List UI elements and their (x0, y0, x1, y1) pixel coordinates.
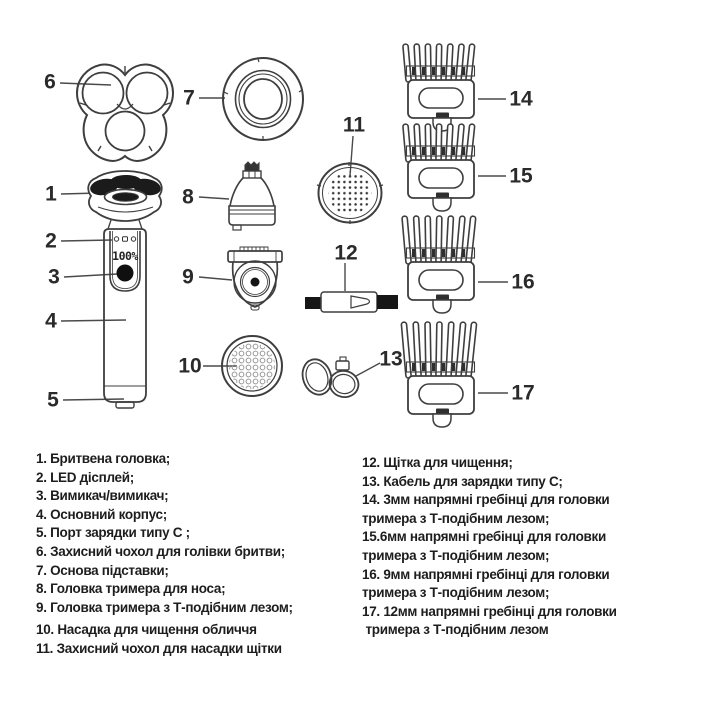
list-item-9: 9. Головка тримера з Т-подібним лезом; (36, 599, 293, 615)
part-label-12: 12 (334, 241, 358, 265)
part-label-13: 13 (379, 347, 403, 371)
diagram-drawing: 100% (59, 43, 508, 428)
part-13-charging-cable-drawing (301, 356, 360, 398)
list-item-1: 1. Бритвена головка; (36, 451, 170, 466)
parts-list-right-column: 12. Щітка для чищення; 13. Кабель для за… (362, 454, 714, 640)
list-item-14-line2: тримера з Т-подібним лезом; (362, 510, 550, 526)
list-item-12: 12. Щітка для чищення; (362, 455, 513, 470)
part-12-cleaning-brush-drawing (305, 291, 398, 313)
part-label-1: 1 (45, 182, 57, 206)
part-8-nose-trimmer-drawing (228, 161, 276, 231)
part-label-9: 9 (182, 265, 194, 289)
part-6-head-cover-drawing (75, 63, 175, 163)
part-1-5-shaver-drawing: 100% (87, 170, 163, 409)
part-label-15: 15 (509, 164, 533, 188)
part-14-comb-3mm-drawing (402, 43, 476, 132)
list-item-8: 8. Головка тримера для носа; (36, 581, 226, 597)
part-label-14: 14 (509, 87, 533, 111)
part-label-5: 5 (47, 388, 59, 412)
part-label-16: 16 (511, 270, 535, 294)
part-7-stand-base-drawing (222, 57, 304, 141)
list-item-15-line1: 15.6мм напрямні гребінці для головки (362, 529, 606, 545)
list-item-16-line1: 16. 9мм напрямні гребінці для головки (362, 566, 610, 582)
part-label-2: 2 (45, 229, 57, 253)
part-9-tblade-trimmer-drawing (227, 246, 283, 311)
list-item-5: 5. Порт зарядки типу C ; (36, 525, 190, 541)
part-label-7: 7 (183, 86, 195, 110)
parts-list: 1. Бритвена головка; 2. LED дісплей; 3. … (0, 450, 720, 710)
list-item-4: 4. Основний корпус; (36, 506, 167, 522)
list-item-16-line2: тримера з Т-подібним лезом; (362, 585, 550, 601)
part-label-6: 6 (44, 70, 56, 94)
part-label-4: 4 (45, 309, 57, 333)
list-item-11: 11. Захисний чохол для насадки щітки (36, 640, 282, 656)
list-item-7: 7. Основа підставки; (36, 562, 169, 578)
power-button-drawing (116, 264, 134, 282)
part-10-face-brush-drawing (221, 335, 283, 397)
product-diagram: 100% (44, 43, 535, 428)
part-label-3: 3 (48, 265, 60, 289)
list-item-10: 10. Насадка для чищення обличчя (36, 622, 257, 638)
list-item-2: 2. LED дісплей; (36, 469, 134, 485)
part-15-comb-6mm-drawing (402, 123, 476, 212)
list-item-14-line1: 14. 3мм напрямні гребінці для головки (362, 492, 610, 508)
part-17-comb-12mm-drawing (400, 321, 478, 428)
part-label-8: 8 (182, 185, 194, 209)
part-11-brush-cover-drawing (316, 162, 384, 224)
part-label-10: 10 (178, 354, 202, 378)
parts-list-left-column: 1. Бритвена головка; 2. LED дісплей; 3. … (36, 450, 358, 659)
list-item-6: 6. Захисний чохол для голівки бритви; (36, 543, 285, 559)
battery-display-value: 100% (112, 249, 138, 263)
list-item-17-line2: тримера з Т-подібним лезом (362, 622, 549, 638)
list-item-15-line2: тримера з Т-подібним лезом; (362, 547, 550, 563)
part-label-17: 17 (511, 381, 535, 405)
list-item-17-line1: 17. 12мм напрямні гребінці для головки (362, 603, 617, 619)
part-label-11: 11 (342, 113, 366, 137)
list-item-3: 3. Вимикач/вимикач; (36, 488, 169, 504)
part-16-comb-9mm-drawing (401, 215, 477, 314)
list-item-13: 13. Кабель для зарядки типу C; (362, 473, 563, 489)
